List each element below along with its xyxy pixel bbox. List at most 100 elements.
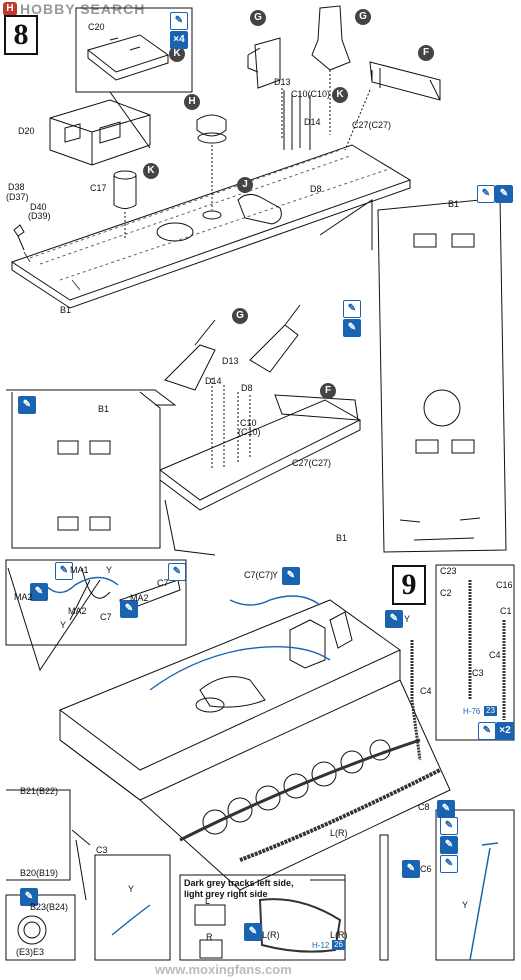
bracket-f bbox=[369, 61, 441, 101]
paint-icon-y: ✎ bbox=[385, 610, 403, 628]
label-ma2-3: MA2 bbox=[130, 593, 149, 603]
callout-h: H bbox=[184, 94, 200, 110]
label-b20: B20(B19) bbox=[20, 868, 59, 878]
glue-icon-rear-2: ✎ bbox=[440, 855, 458, 873]
label-b21: B21(B22) bbox=[20, 786, 59, 796]
exhaust-step9 bbox=[289, 611, 353, 669]
glue-icon-mid: ✎ bbox=[343, 300, 361, 318]
paint-icon-track-lr: ✎ bbox=[244, 923, 262, 941]
label-c3-bottom: C3 bbox=[96, 845, 108, 855]
c20-inset-panel bbox=[75, 7, 193, 93]
track-color-caption-line1: Dark grey tracks left side, bbox=[184, 878, 294, 888]
label-b23: B23(B24) bbox=[30, 902, 69, 912]
label-c7-1: C7 bbox=[100, 612, 112, 622]
label-lr-1: L(R) bbox=[330, 828, 348, 838]
label-l-track: L bbox=[205, 896, 211, 906]
antenna-wire-main bbox=[149, 595, 331, 691]
label-d8: D8 bbox=[310, 184, 322, 194]
exhaust-g-mid2 bbox=[249, 304, 301, 373]
paint-icon-c7: ✎ bbox=[120, 600, 138, 618]
inset-c3-antenna bbox=[94, 854, 171, 961]
label-b1-mid: B1 bbox=[336, 533, 348, 543]
paint-code-h76: H-76 bbox=[463, 707, 481, 716]
label-c4-panel: C4 bbox=[489, 650, 501, 660]
label-lr-3: L(R) bbox=[330, 930, 348, 940]
label-d14: D14 bbox=[304, 117, 321, 127]
exhaust-g1 bbox=[247, 37, 281, 89]
hull-plate-step9 bbox=[58, 599, 401, 771]
step-9-number: 9 bbox=[392, 565, 426, 605]
label-c7-c7: C7(C7) bbox=[244, 570, 274, 580]
label-lr-2: L(R) bbox=[262, 930, 280, 940]
label-c10-mid-paren: (C10) bbox=[238, 427, 261, 437]
paint-code-h12: H-12 bbox=[312, 941, 330, 950]
hull-turret-ring bbox=[156, 222, 194, 242]
hull-plate-b1-step8 bbox=[10, 144, 412, 301]
paint-icon-rear: ✎ bbox=[440, 836, 458, 854]
label-d20: D20 bbox=[18, 126, 35, 136]
label-c2: C2 bbox=[440, 588, 452, 598]
label-ma2-1: MA2 bbox=[14, 592, 33, 602]
callout-g-1: G bbox=[250, 10, 266, 26]
inset-track-colors bbox=[179, 874, 346, 961]
callout-j: J bbox=[237, 177, 253, 193]
track-color-caption-line2: light grey right side bbox=[184, 889, 268, 899]
glue-icon-tracks: ✎ bbox=[478, 722, 496, 740]
track-parts-panel bbox=[435, 564, 515, 741]
label-c7-2: C7 bbox=[157, 578, 169, 588]
hull-plate-mid bbox=[159, 399, 362, 501]
label-d38: D38 bbox=[8, 182, 25, 192]
callout-k-2: K bbox=[332, 87, 348, 103]
paint-icon-c7c7: ✎ bbox=[282, 567, 300, 585]
label-y-4: Y bbox=[404, 614, 411, 624]
glue-icon-rear: ✎ bbox=[440, 817, 458, 835]
label-b1-step8: B1 bbox=[60, 305, 72, 315]
callout-g-3: G bbox=[232, 308, 248, 324]
quantity-x2-icon: ×2 bbox=[496, 722, 514, 740]
label-c23: C23 bbox=[440, 566, 457, 576]
paint-icon-ma2: ✎ bbox=[30, 583, 48, 601]
label-ma2-2: MA2 bbox=[68, 606, 87, 616]
label-b1-inset: B1 bbox=[98, 404, 110, 414]
label-y-3: Y bbox=[272, 570, 279, 580]
rod-c6 bbox=[379, 834, 389, 961]
label-c3-panel: C3 bbox=[472, 668, 484, 678]
part-j bbox=[237, 194, 282, 225]
step9-inset-antenna bbox=[5, 559, 187, 646]
callout-f-2: F bbox=[320, 383, 336, 399]
hatch-d20 bbox=[49, 99, 151, 166]
label-y-6: Y bbox=[462, 900, 469, 910]
watermark-logo: H bbox=[3, 2, 17, 16]
exhaust-g-mid1 bbox=[164, 319, 216, 391]
paint-icon-c8: ✎ bbox=[437, 800, 455, 818]
step-8-number: 8 bbox=[4, 15, 38, 55]
watermark-url: www.moxingfans.com bbox=[155, 962, 292, 977]
glue-icon-c20: ✎ bbox=[170, 12, 188, 30]
label-ma1: MA1 bbox=[70, 565, 89, 575]
callout-g-2: G bbox=[355, 9, 371, 25]
label-y-5: Y bbox=[128, 884, 135, 894]
label-c1: C1 bbox=[500, 606, 512, 616]
label-c27-c27: C27(C27) bbox=[352, 120, 392, 130]
label-r-track: R bbox=[206, 932, 213, 942]
glue-icon-b1: ✎ bbox=[477, 185, 495, 203]
paint-icon-mid: ✎ bbox=[343, 319, 361, 337]
label-d37: (D37) bbox=[6, 192, 29, 202]
label-y-1: Y bbox=[106, 565, 113, 575]
label-d39: (D39) bbox=[28, 211, 51, 221]
label-d14-mid: D14 bbox=[205, 376, 222, 386]
label-b1-right: B1 bbox=[448, 199, 460, 209]
b1-plate-right bbox=[377, 197, 507, 553]
label-c27-mid: C27(C27) bbox=[292, 458, 332, 468]
label-e3: (E3)E3 bbox=[16, 947, 45, 957]
paint-code-h76-num: 23 bbox=[484, 706, 497, 716]
label-d40: D40 bbox=[30, 202, 47, 212]
label-c17: C17 bbox=[90, 183, 107, 193]
callout-f-1: F bbox=[418, 45, 434, 61]
label-d8-mid: D8 bbox=[241, 383, 253, 393]
label-c8: C8 bbox=[418, 802, 430, 812]
paint-icon-b23: ✎ bbox=[20, 888, 38, 906]
label-c16: C16 bbox=[496, 580, 513, 590]
inset-b23 bbox=[5, 894, 76, 961]
